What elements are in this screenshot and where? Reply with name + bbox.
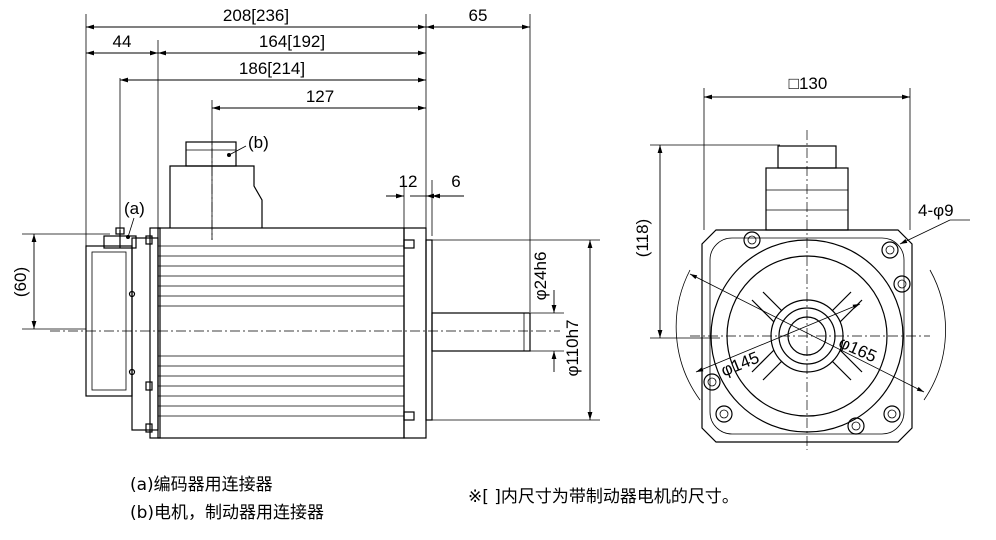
label-b: (b): [248, 133, 269, 152]
dim-shaft-diameter: φ24h6: [531, 252, 550, 301]
power-brake-connector: [169, 141, 263, 228]
dim-height-60: (60): [11, 267, 30, 297]
front-flange: [403, 227, 433, 439]
label-a: (a): [124, 199, 145, 218]
dim-body-length: 164[192]: [259, 32, 325, 51]
remark-note: ※[ ]内尺寸为带制动器电机的尺寸。: [468, 487, 739, 507]
rear-flange: [149, 227, 161, 439]
encoder-housing: [85, 227, 159, 431]
label-holes: 4-φ9: [918, 201, 954, 220]
side-view: 208[236] 65 44 164[192] 186[214] 127 12 …: [11, 6, 600, 439]
dim-flange-12: 12: [399, 172, 418, 191]
dim-spigot-diameter: φ110h7: [563, 319, 582, 376]
dim-pcd-145: φ145: [718, 348, 762, 380]
dim-overall-length: 208[236]: [223, 6, 289, 25]
dim-length-from-encoder: 186[214]: [239, 59, 305, 78]
motor-body: [157, 227, 405, 439]
output-shaft: [431, 312, 531, 352]
dim-height-118: (118): [633, 219, 652, 257]
dim-shaft-length: 65: [469, 6, 488, 25]
pcd-arc-right: [923, 269, 946, 401]
dim-encoder-offset: 44: [113, 32, 132, 51]
dim-pcd-165: φ165: [836, 333, 880, 366]
dim-flange-6: 6: [451, 172, 460, 191]
dim-square-flange: □130: [789, 74, 828, 93]
legend-a: (a)编码器用连接器: [130, 475, 273, 495]
dim-connector-distance: 127: [306, 87, 334, 106]
front-view: □130 (118): [633, 74, 970, 450]
legend-b: (b)电机，制动器用连接器: [130, 503, 324, 523]
pcd-arc-left: [675, 269, 701, 401]
